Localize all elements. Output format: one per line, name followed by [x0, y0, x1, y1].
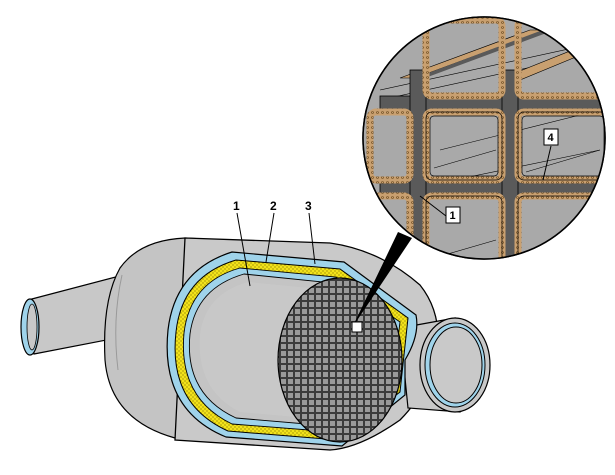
leader-lines: [236, 145, 552, 287]
zoom-leader: [351, 232, 412, 333]
cell-walls: [379, 69, 605, 259]
callouts: 1 2 3 4 1: [233, 128, 559, 224]
zoom-detail: [362, 16, 606, 260]
leader-line-zoom-1: [419, 195, 447, 217]
label-4-box: 4: [543, 128, 559, 146]
label-3: 3: [305, 199, 312, 213]
leader-line-4: [542, 145, 552, 181]
label-4: 4: [548, 132, 555, 144]
outlet-pipe: [399, 317, 491, 413]
label-2: 2: [270, 199, 277, 213]
label-1: 1: [233, 199, 240, 213]
leader-line-2: [265, 212, 275, 263]
leader-line-1: [236, 212, 251, 287]
label-zoom-1-box: 1: [445, 206, 461, 224]
honeycomb-face: [277, 277, 403, 443]
leader-line-3: [308, 212, 316, 265]
label-zoom-1: 1: [450, 210, 456, 222]
